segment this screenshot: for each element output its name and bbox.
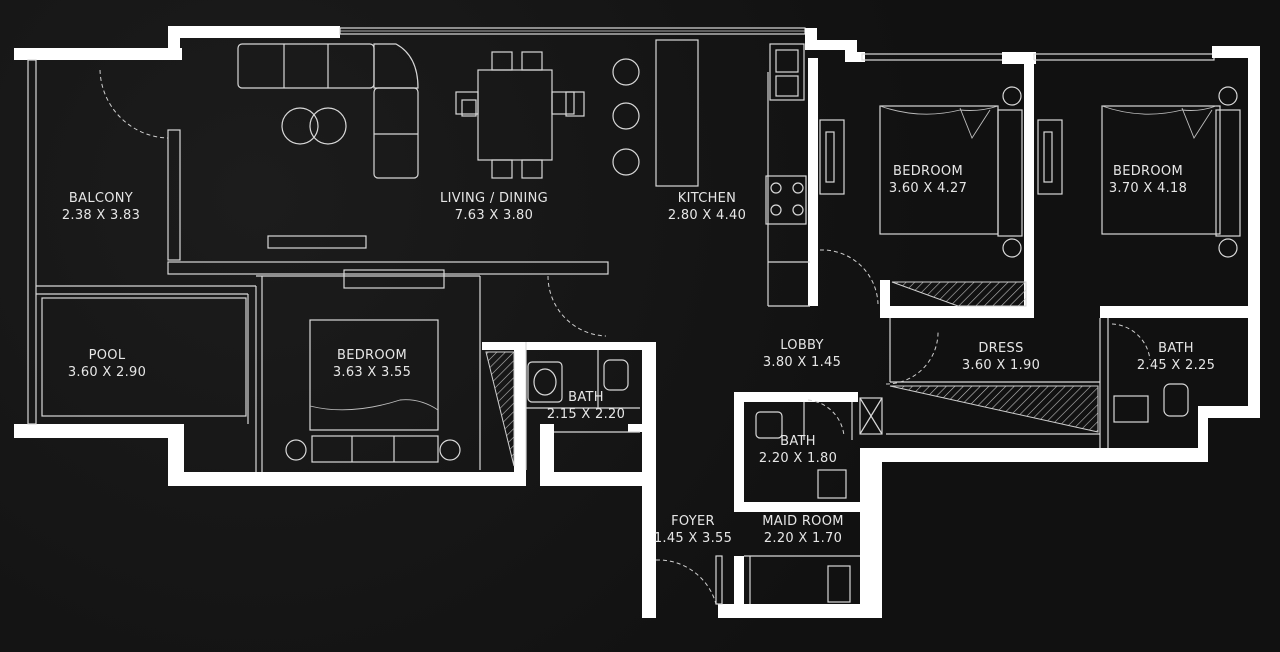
room-size: 2.20 X 1.70 (763, 531, 843, 546)
bath-fixtures (527, 359, 1189, 603)
bed-bedroom-2 (819, 86, 1023, 258)
room-label-pool: POOL 3.60 X 2.90 (68, 347, 146, 381)
room-label-dress: DRESS 3.60 X 1.90 (962, 340, 1040, 374)
room-label-bedroom-2: BEDROOM 3.60 X 4.27 (889, 163, 967, 197)
room-size: 7.63 X 3.80 (454, 208, 534, 223)
room-name: POOL (88, 348, 126, 363)
room-size: 2.45 X 2.25 (1136, 358, 1216, 373)
door-swings (99, 69, 1151, 605)
interior-lines (27, 59, 1109, 604)
room-label-living-dining: LIVING / DINING 7.63 X 3.80 (440, 190, 548, 224)
room-label-kitchen: KITCHEN 2.80 X 4.40 (668, 190, 746, 224)
room-size: 3.70 X 4.18 (1108, 181, 1188, 196)
dining-table (455, 51, 585, 179)
room-name: BATH (1158, 341, 1194, 356)
room-name: BEDROOM (893, 164, 963, 179)
room-name: BATH (780, 434, 816, 449)
room-name: BATH (568, 390, 604, 405)
room-name: BEDROOM (1113, 164, 1183, 179)
room-label-bedroom-1: BEDROOM 3.63 X 3.55 (333, 347, 411, 381)
bed-bedroom-1 (285, 319, 461, 463)
room-size: 2.20 X 1.80 (758, 451, 838, 466)
room-size: 3.63 X 3.55 (332, 365, 412, 380)
bed-bedroom-3 (1037, 86, 1241, 258)
room-name: KITCHEN (677, 191, 737, 206)
room-name: LOBBY (780, 338, 824, 353)
room-label-bath-2: BATH 2.20 X 1.80 (759, 433, 837, 467)
room-size: 2.15 X 2.20 (546, 407, 626, 422)
room-label-maid-room: MAID ROOM 2.20 X 1.70 (762, 513, 844, 547)
wardrobes (485, 281, 1099, 467)
room-name: DRESS (978, 341, 1024, 356)
room-size: 3.80 X 1.45 (762, 355, 842, 370)
room-size: 2.80 X 4.40 (667, 208, 747, 223)
room-size: 2.38 X 3.83 (61, 208, 141, 223)
room-name: BALCONY (68, 191, 134, 206)
sofa (237, 43, 419, 179)
room-size: 1.45 X 3.55 (653, 531, 733, 546)
room-name: MAID ROOM (762, 514, 844, 529)
room-size: 3.60 X 4.27 (888, 181, 968, 196)
room-name: FOYER (671, 514, 715, 529)
room-size: 3.60 X 2.90 (67, 365, 147, 380)
room-label-bath-3: BATH 2.45 X 2.25 (1137, 340, 1215, 374)
room-label-balcony: BALCONY 2.38 X 3.83 (62, 190, 140, 224)
room-size: 3.60 X 1.90 (961, 358, 1041, 373)
room-name: LIVING / DINING (440, 191, 548, 206)
room-name: BEDROOM (337, 348, 407, 363)
room-label-foyer: FOYER 1.45 X 3.55 (654, 513, 732, 547)
room-label-bath-1: BATH 2.15 X 2.20 (547, 389, 625, 423)
room-label-lobby: LOBBY 3.80 X 1.45 (763, 337, 841, 371)
kitchen-island (612, 39, 805, 216)
walls (14, 26, 1260, 618)
room-label-bedroom-3: BEDROOM 3.70 X 4.18 (1109, 163, 1187, 197)
